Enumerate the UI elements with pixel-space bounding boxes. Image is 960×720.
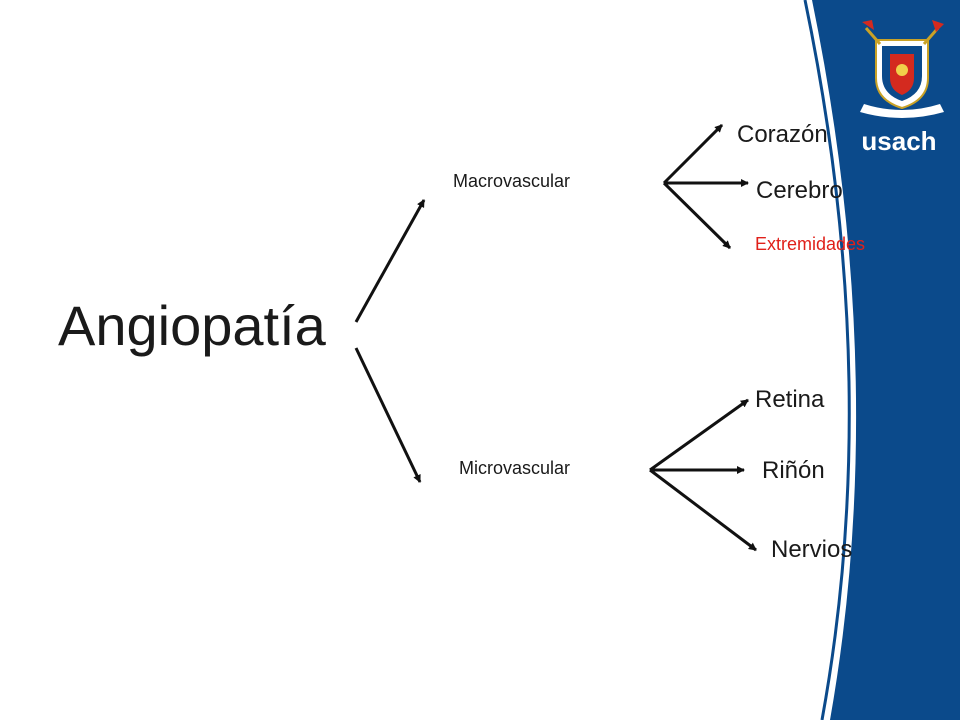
branch-macrovascular: Macrovascular (453, 171, 571, 191)
usach-crest-icon (860, 20, 944, 118)
leaf-corazon: Corazón (737, 121, 828, 148)
banner-blue-panel (812, 0, 960, 720)
arrow-root-to-micro (354, 347, 422, 483)
arrow-macro-to-extremidades (662, 181, 732, 250)
leaf-retina: Retina (755, 386, 825, 413)
leaf-nervios: Nervios (771, 536, 853, 563)
arrow-micro-to-nervios (649, 468, 757, 552)
leaf-rinon: Riñón (762, 457, 825, 484)
leaf-cerebro: Cerebro (756, 177, 843, 204)
leaf-extremidades: Extremidades (755, 234, 866, 254)
root-label: Angiopatía (58, 294, 326, 357)
usach-logo-text: usach (861, 126, 937, 156)
banner-edge-line (803, 0, 851, 720)
connector-arrows (354, 123, 757, 552)
branch-microvascular: Microvascular (459, 458, 571, 478)
arrow-root-to-macro (354, 199, 426, 323)
arrow-macro-to-corazon (662, 123, 724, 185)
arrow-micro-to-retina (649, 398, 749, 472)
